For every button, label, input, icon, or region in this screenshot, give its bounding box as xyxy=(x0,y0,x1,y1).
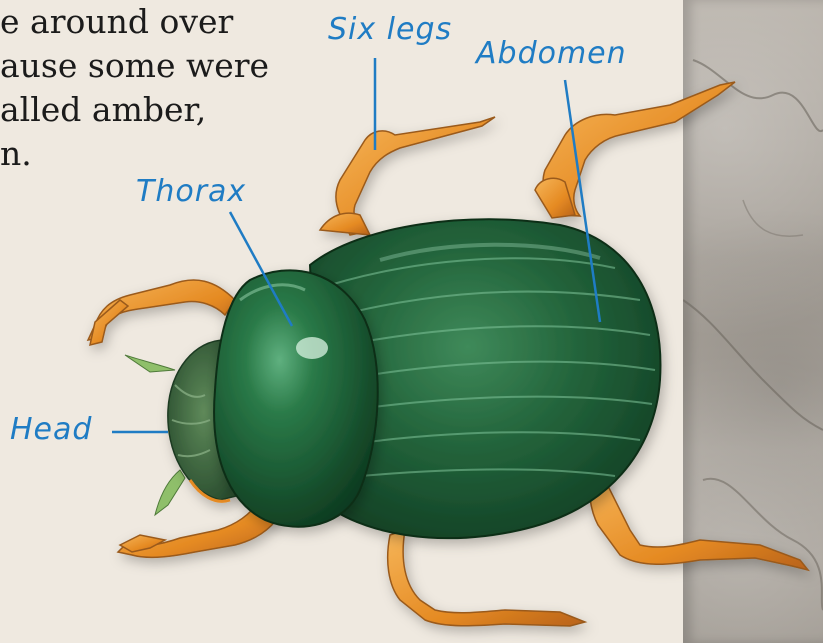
label-head: Head xyxy=(10,412,92,447)
label-abdomen: Abdomen xyxy=(476,36,627,71)
beetle-thorax xyxy=(214,270,378,526)
label-six-legs: Six legs xyxy=(328,12,452,47)
label-thorax: Thorax xyxy=(136,174,246,209)
